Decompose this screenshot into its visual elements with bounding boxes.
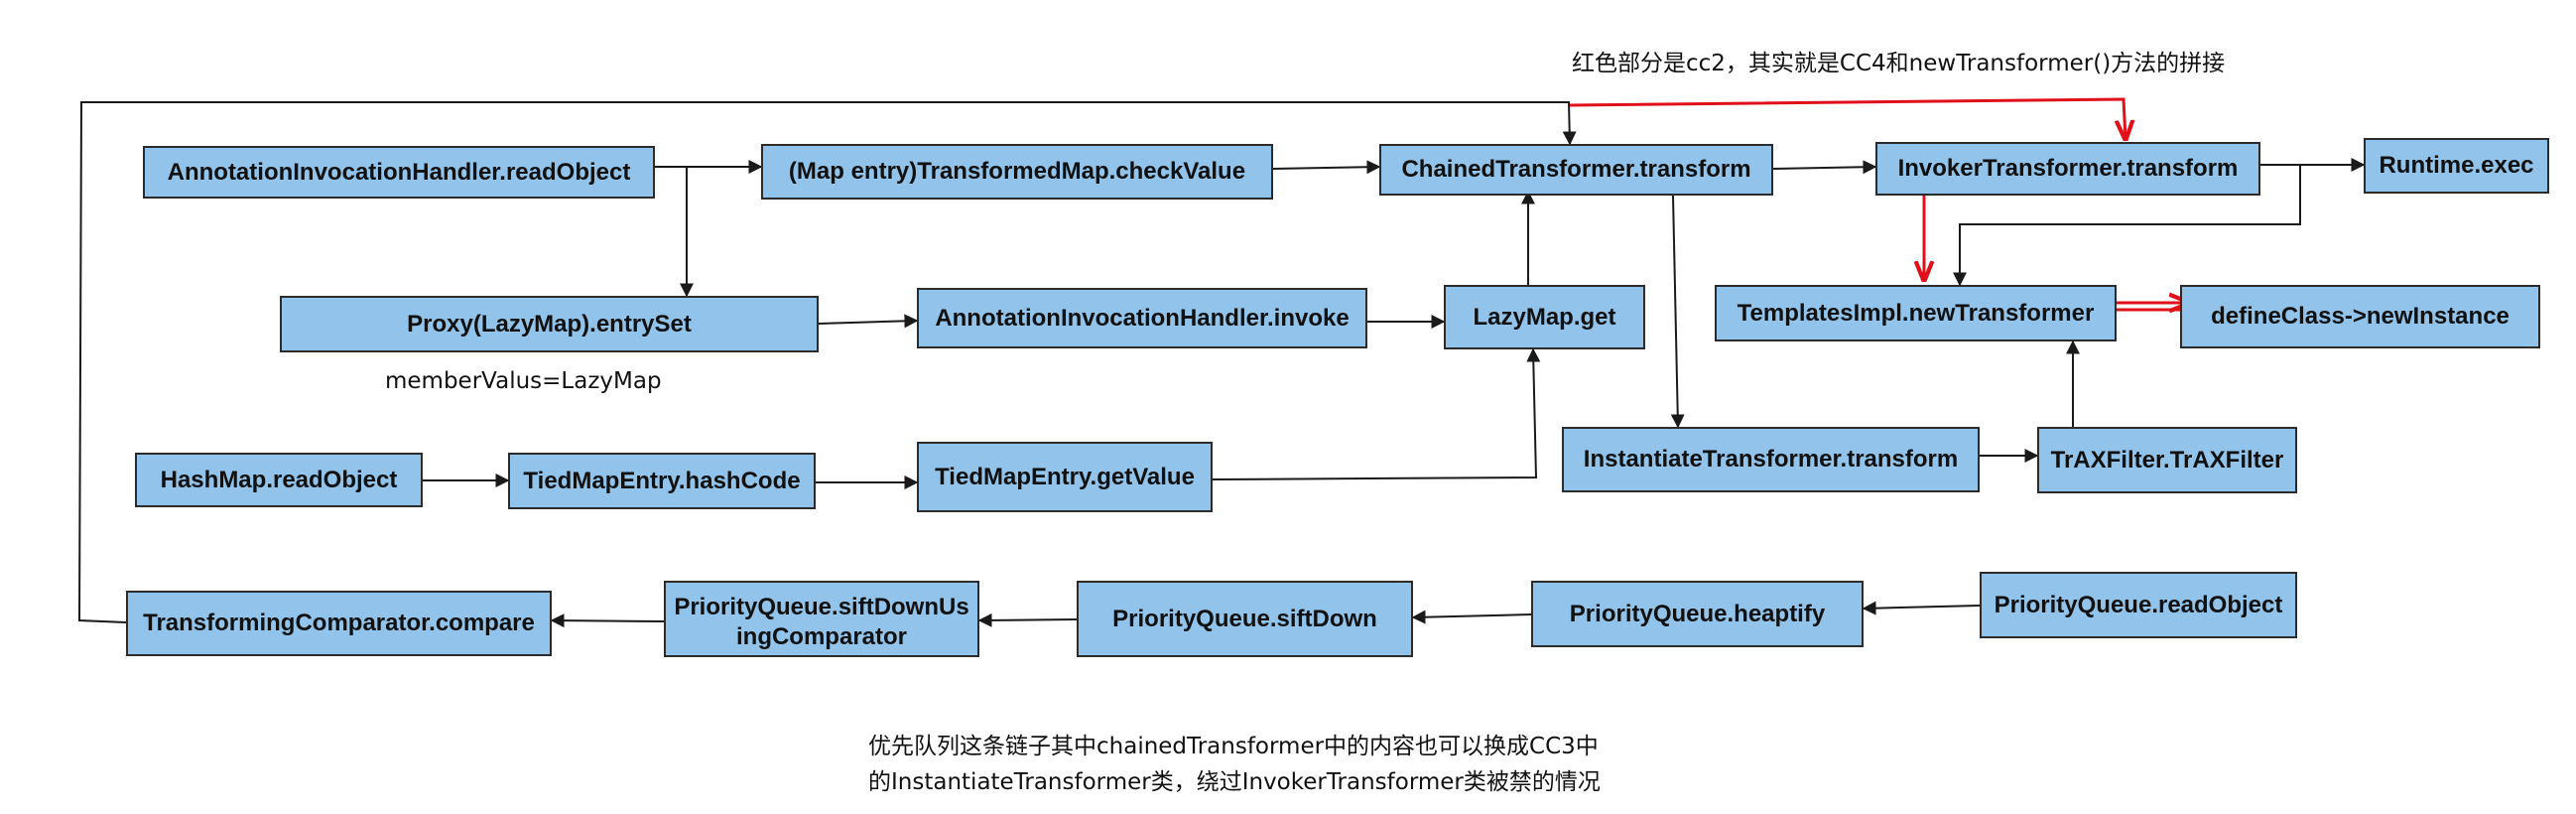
note-red-part: 红色部分是cc2，其实就是CC4和newTransformer()方法的拼接 — [1572, 51, 2226, 76]
node-annotationinvocationhandler-readobject: AnnotationInvocationHandler.readObject — [143, 146, 655, 199]
arrow-compare-to-chained-loop — [77, 101, 1577, 623]
arrow-chained-to-instantiate — [1670, 195, 1685, 429]
node-priorityqueue-siftdownusingcomparator: PriorityQueue.siftDownUsingComparator — [664, 581, 979, 657]
note-priority-line2: 的InstantiateTransformer类，绕过InvokerTransf… — [868, 769, 1601, 795]
node-tiedmapentry-getvalue: TiedMapEntry.getValue — [917, 442, 1213, 512]
node-annotationinvocationhandler-invoke: AnnotationInvocationHandler.invoke — [917, 288, 1367, 348]
arrow-getvalue-to-lazymapget — [1212, 347, 1541, 480]
arrow-siftdownusingcomparator-to-compare — [550, 613, 665, 628]
node-invokertransformer-transform: InvokerTransformer.transform — [1875, 142, 2260, 196]
node-templatesimpl-newtransformer: TemplatesImpl.newTransformer — [1715, 285, 2117, 341]
arrow-invoker-to-newtransformer — [1953, 165, 2301, 287]
note-membervalus: memberValus=LazyMap — [385, 368, 662, 394]
node-transformingcomparator-compare: TransformingComparator.compare — [126, 591, 552, 656]
node-traxfilter: TrAXFilter.TrAXFilter — [2037, 427, 2297, 493]
node-priorityqueue-siftdown: PriorityQueue.siftDown — [1077, 581, 1413, 657]
arrow-readobject-to-heaptify — [1862, 601, 1981, 615]
node-transformedmap-checkvalue: (Map entry)TransformedMap.checkValue — [761, 144, 1273, 200]
node-proxy-lazymap-entryset: Proxy(LazyMap).entrySet — [280, 296, 819, 352]
arrow-checkvalue-to-chained — [1272, 160, 1381, 175]
node-priorityqueue-heaptify: PriorityQueue.heaptify — [1531, 581, 1864, 647]
node-defineclass-newinstance: defineClass->newInstance — [2180, 285, 2540, 348]
red-path-chained-to-invoker — [1569, 97, 2125, 139]
node-hashmap-readobject: HashMap.readObject — [135, 453, 423, 507]
node-tiedmapentry-hashcode: TiedMapEntry.hashCode — [508, 453, 816, 509]
node-instantiatetransformer-transform: InstantiateTransformer.transform — [1562, 427, 1980, 492]
node-runtime-exec: Runtime.exec — [2364, 138, 2549, 194]
node-priorityqueue-readobject: PriorityQueue.readObject — [1980, 572, 2297, 638]
arrow-siftdown-to-siftdownusingcomparator — [977, 612, 1078, 627]
arrow-chained-to-invoker — [1772, 160, 1877, 175]
node-chainedtransformer-transform: ChainedTransformer.transform — [1379, 144, 1773, 196]
node-lazymap-get: LazyMap.get — [1444, 285, 1645, 349]
arrow-heaptify-to-siftdown — [1411, 610, 1532, 624]
arrow-entryset-to-invoke — [818, 314, 919, 329]
note-priority-line1: 优先队列这条链子其中chainedTransformer中的内容也可以换成CC3… — [868, 734, 1599, 759]
